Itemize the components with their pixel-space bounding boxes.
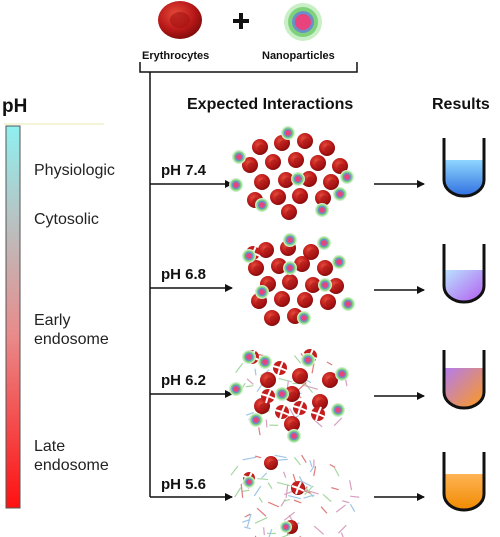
erythrocyte — [288, 152, 304, 168]
scale-title: pH — [2, 96, 28, 117]
erythrocyte — [320, 294, 336, 310]
nanoparticle — [340, 170, 354, 184]
erythrocyte — [242, 157, 258, 173]
erythrocyte — [292, 368, 308, 384]
erythrocyte — [284, 386, 300, 402]
nanoparticle — [275, 387, 289, 401]
erythrocyte — [303, 244, 319, 260]
erythrocyte — [301, 171, 317, 187]
level-early-endosome: Early endosome — [34, 312, 109, 348]
nanoparticle — [341, 297, 355, 311]
erythrocyte — [323, 174, 339, 190]
nanoparticle — [281, 126, 295, 140]
erythrocyte — [315, 190, 331, 206]
level-physiologic: Physiologic — [34, 162, 115, 179]
level-late-endosome: Late endosome — [34, 438, 109, 474]
result-tube-2 — [442, 244, 486, 304]
nanoparticle — [232, 150, 246, 164]
nanoparticle — [335, 367, 349, 381]
erythrocyte — [264, 456, 278, 470]
results-header: Results — [432, 96, 490, 113]
nanoparticle — [280, 521, 292, 533]
erythrocyte — [270, 189, 286, 205]
result-tube-4 — [442, 452, 486, 512]
erythrocyte — [282, 274, 298, 290]
nanoparticle — [317, 236, 331, 250]
erythrocyte — [265, 154, 281, 170]
nanoparticle — [301, 353, 315, 367]
erythrocyte — [281, 204, 297, 220]
nanoparticle — [331, 403, 345, 417]
erythrocyte — [322, 372, 338, 388]
erythrocyte — [297, 292, 313, 308]
interaction-cluster-ph-6-8 — [242, 233, 355, 326]
plus-sign — [233, 13, 249, 29]
erythrocyte — [310, 155, 326, 171]
nanoparticle — [243, 476, 255, 488]
nanoparticle — [249, 413, 263, 427]
nanoparticle — [332, 255, 346, 269]
nanoparticle — [283, 261, 297, 275]
interaction-cluster-ph-6-2 — [229, 348, 349, 443]
nanoparticle — [255, 285, 269, 299]
lysed-erythrocyte — [272, 360, 288, 376]
nanoparticle — [258, 355, 272, 369]
erythrocyte — [328, 278, 344, 294]
erythrocyte — [332, 158, 348, 174]
result-tube-1 — [442, 138, 486, 198]
erythrocyte — [305, 277, 321, 293]
lysed-erythrocyte — [260, 388, 276, 404]
erythrocyte — [252, 139, 268, 155]
nanoparticle — [315, 203, 329, 217]
interaction-cluster-ph-7-4 — [229, 126, 354, 220]
erythrocyte — [260, 372, 276, 388]
condition-ph-6-8: pH 6.8 — [161, 266, 207, 283]
nanoparticle — [291, 172, 305, 186]
erythrocyte — [258, 242, 274, 258]
condition-ph-6-2: pH 6.2 — [161, 372, 207, 389]
component-bracket — [139, 62, 358, 73]
nanoparticle-icon — [284, 3, 322, 41]
level-cytosolic: Cytosolic — [34, 211, 99, 228]
erythrocyte — [274, 291, 290, 307]
ph-gradient-bar — [5, 125, 21, 509]
result-tube-3 — [442, 350, 486, 410]
erythrocyte — [248, 260, 264, 276]
erythrocyte — [271, 258, 287, 274]
nanoparticle — [287, 429, 301, 443]
erythrocyte — [264, 310, 280, 326]
erythrocyte — [284, 416, 300, 432]
nanoparticle — [229, 178, 243, 192]
erythrocyte — [278, 172, 294, 188]
erythrocyte — [317, 260, 333, 276]
nanoparticle — [283, 233, 297, 247]
erythrocyte — [297, 133, 313, 149]
condition-ph-5-6: pH 5.6 — [161, 476, 207, 493]
interaction-cluster-ph-5-6 — [230, 454, 360, 537]
lysed-erythrocyte — [274, 404, 290, 420]
nanoparticle — [255, 198, 269, 212]
nanoparticles-label: Nanoparticles — [262, 50, 335, 62]
lysed-erythrocyte — [291, 481, 305, 495]
lysed-erythrocyte — [292, 400, 308, 416]
erythrocyte — [292, 188, 308, 204]
nanoparticle — [333, 187, 347, 201]
erythrocytes-label: Erythrocytes — [142, 50, 210, 62]
nanoparticle — [297, 311, 311, 325]
erythrocyte — [312, 394, 328, 410]
lysed-erythrocyte — [310, 406, 326, 422]
nanoparticle — [318, 278, 332, 292]
erythrocyte — [254, 174, 270, 190]
nanoparticle — [242, 249, 256, 263]
erythrocyte-icon — [158, 1, 202, 39]
erythrocyte — [294, 256, 310, 272]
nanoparticle — [242, 350, 256, 364]
nanoparticle — [229, 382, 243, 396]
erythrocyte — [319, 140, 335, 156]
condition-ph-7-4: pH 7.4 — [161, 162, 207, 179]
interactions-header: Expected Interactions — [187, 96, 354, 113]
